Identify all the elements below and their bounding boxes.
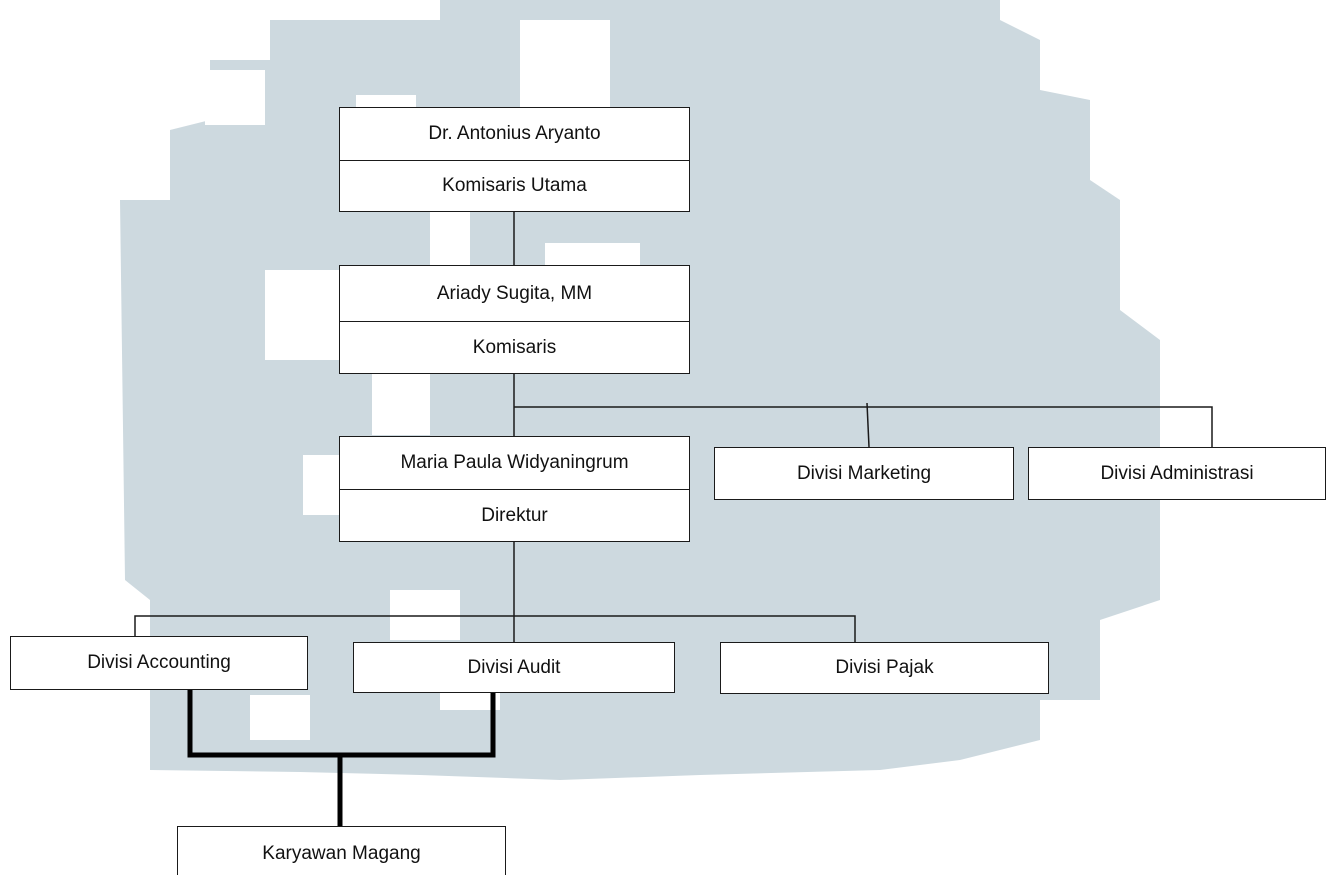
node-divisi-marketing: Divisi Marketing — [714, 447, 1014, 500]
node-role: Komisaris Utama — [340, 160, 689, 211]
connector-bottom-branch — [134, 615, 856, 642]
connector-marketing — [866, 402, 870, 448]
node-divisi-administrasi: Divisi Administrasi — [1028, 447, 1326, 500]
node-name: Ariady Sugita, MM — [436, 282, 593, 304]
node-label: Divisi Administrasi — [1100, 462, 1254, 484]
node-label: Divisi Accounting — [87, 652, 231, 673]
node-role: Direktur — [340, 489, 689, 541]
node-name: Maria Paula Widyaningrum — [400, 452, 629, 473]
node-label: Divisi Audit — [467, 656, 561, 678]
node-divisi-accounting: Divisi Accounting — [10, 636, 308, 690]
node-divisi-audit: Divisi Audit — [353, 642, 675, 693]
node-karyawan-magang: Karyawan Magang — [177, 826, 506, 875]
node-label: Divisi Pajak — [835, 657, 934, 678]
node-label: Divisi Marketing — [796, 462, 932, 484]
node-name: Dr. Antonius Aryanto — [428, 123, 601, 144]
connector-magang-branch — [187, 688, 496, 758]
node-direktur: Maria Paula Widyaningrum Direktur — [339, 436, 690, 542]
connector-komisaris-divisions — [514, 406, 1213, 447]
node-role: Komisaris — [340, 321, 689, 373]
node-label: Karyawan Magang — [262, 843, 421, 864]
node-komisaris-utama: Dr. Antonius Aryanto Komisaris Utama — [339, 107, 690, 212]
node-divisi-pajak: Divisi Pajak — [720, 642, 1049, 694]
node-komisaris: Ariady Sugita, MM Komisaris — [339, 265, 690, 374]
